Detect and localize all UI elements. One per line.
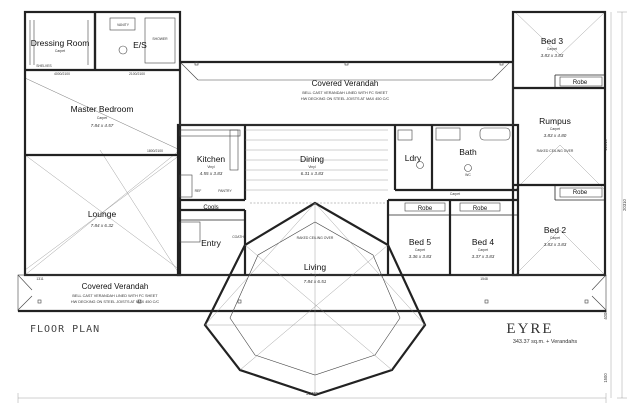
living-label: Living <box>304 262 326 272</box>
overall-width-dim: 30430 <box>306 391 318 396</box>
brand-name: EYRE <box>506 321 553 337</box>
kitchen-dims: 4.55 x 3.83 <box>200 171 223 176</box>
lounge-label: Lounge <box>88 209 117 219</box>
entry-coath-label: COATH <box>232 235 244 239</box>
dressing-room-floor: Carpet <box>55 49 65 53</box>
bed5-label: Bed 5 <box>409 237 431 247</box>
dining-dims: 6.31 x 3.83 <box>301 171 324 176</box>
living-octagon <box>203 201 427 397</box>
top-verandah-title: Covered Verandah <box>312 79 379 88</box>
bed5-dims: 3.36 x 3.83 <box>409 254 432 259</box>
bed3-dims: 3.83 x 3.83 <box>541 53 564 58</box>
kitchen-label: Kitchen <box>197 154 226 164</box>
es-vanity-label: VANITY <box>117 23 130 27</box>
floor-plan-title: FLOOR PLAN <box>30 324 100 335</box>
raked-ceiling-label: RAKED CEILING OVER <box>297 236 334 240</box>
window-dim-5: 1548 <box>480 277 488 281</box>
rumpus-label: Rumpus <box>539 116 571 126</box>
rumpus-floor: Carpet <box>550 127 560 131</box>
master-bedroom-label: Master Bedroom <box>71 104 134 114</box>
right-dim-c: 1500 <box>603 373 608 383</box>
bed3-robe-label: Robe <box>573 80 588 86</box>
laundry-label: Ldry <box>405 153 422 163</box>
master-bedroom-dims: 7.84 x 4.57 <box>91 123 114 128</box>
dining-floor: Vinyl <box>308 165 316 169</box>
window-dim-3: 1800/2100 <box>147 149 163 153</box>
bed5-floor: Carpet <box>415 248 425 252</box>
living-floor: Carpet <box>310 273 320 277</box>
floor-area: 343.37 sq.m. + Verandahs <box>513 339 578 345</box>
bed4-floor: Carpet <box>478 248 488 252</box>
kitchen-floor: Vinyl <box>207 165 215 169</box>
bed3-floor: Carpet <box>547 47 557 51</box>
rumpus-dims: 3.83 x 4.80 <box>544 133 567 138</box>
dressing-room-label: Dressing Room <box>31 38 90 48</box>
bed4-label: Bed 4 <box>472 237 494 247</box>
es-label: E/S <box>133 40 147 50</box>
dressing-shelves-label: SHELVES <box>36 64 52 68</box>
bath-wc-label: WC <box>465 173 471 177</box>
bed5-robe-label: Robe <box>418 206 433 212</box>
bed2-label: Bed 2 <box>544 225 566 235</box>
dimension-lines <box>17 11 627 403</box>
window-dim-2: 2100/2100 <box>129 72 145 76</box>
right-dim-a: 12010 <box>603 139 608 151</box>
roof-hip-lines <box>17 11 607 311</box>
bath-label: Bath <box>459 147 477 157</box>
right-dim-b: 4000 <box>603 310 608 320</box>
living-dims: 7.84 x 6.51 <box>304 279 327 284</box>
raked-ceiling-lines <box>245 129 388 204</box>
bed3-label: Bed 3 <box>541 36 563 46</box>
fixtures <box>29 17 603 304</box>
rumpus-raked-label: RAKED CEILING OVER <box>537 149 574 153</box>
interior-walls <box>25 12 605 275</box>
window-dim-1: 4000/2100 <box>54 72 70 76</box>
bed4-dims: 3.37 x 3.83 <box>472 254 495 259</box>
bottom-verandah-note1: BELL CAST VERANDAH LINED WITH FC SHEET <box>72 294 158 298</box>
bed4-robe-label: Robe <box>473 206 488 212</box>
kitchen-pantry-label: PANTRY <box>218 189 232 193</box>
top-verandah-note1: BELL CAST VERANDAH LINED WITH FC SHEET <box>302 91 388 95</box>
top-verandah-note2: HW DECKING ON STEEL JOISTS AT MAX 450 C/… <box>301 97 390 101</box>
window-dim-4: 1311 <box>36 277 43 281</box>
bed2-floor: Carpet <box>550 236 560 240</box>
dining-label: Dining <box>300 154 324 164</box>
lounge-dims: 7.84 x 6.32 <box>91 223 114 228</box>
overall-depth-dim: 20310 <box>622 199 627 211</box>
master-bedroom-floor: Carpet <box>97 116 107 120</box>
bed2-robe-label: Robe <box>573 190 588 196</box>
cools-label: Cools <box>203 205 218 211</box>
bottom-verandah-title: Covered Verandah <box>82 282 149 291</box>
bed2-dims: 3.83 x 3.83 <box>544 242 567 247</box>
entry-label: Entry <box>201 238 222 248</box>
hall-carpet-label: Carpet <box>450 192 460 196</box>
es-shower-label: SHOWER <box>152 37 168 41</box>
outer-walls <box>17 10 607 313</box>
bottom-verandah-note2: HW DECKING ON STEEL JOISTS AT MAX 450 C/… <box>71 300 160 304</box>
kitchen-ref-label: REF <box>195 189 202 193</box>
